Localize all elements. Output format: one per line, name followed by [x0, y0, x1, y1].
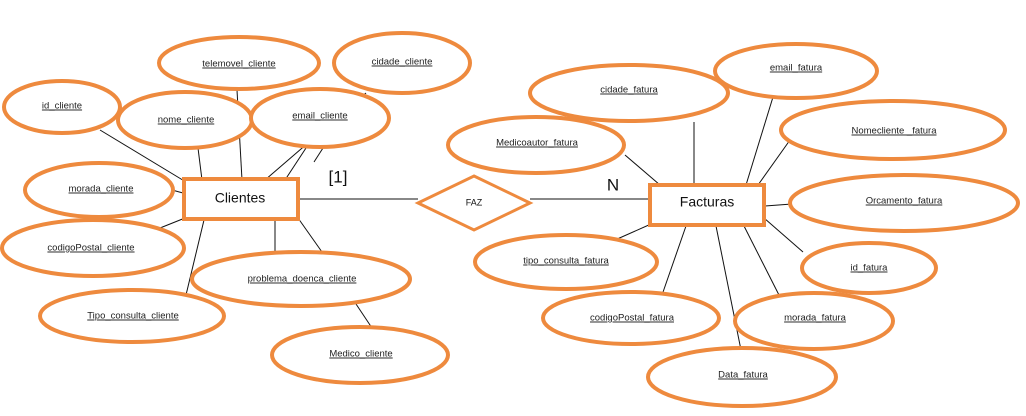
- link-problema-cliente-2: [297, 217, 323, 253]
- entity-facturas[interactable]: Facturas: [648, 183, 766, 227]
- attr-orcamento-fatura-label: Orcamento_fatura: [866, 196, 943, 207]
- attr-morada-fatura[interactable]: morada_fatura: [733, 291, 895, 351]
- attr-medicoautor-fatura[interactable]: Medicoautor_fatura: [446, 115, 626, 175]
- attr-telemovel-cliente[interactable]: telemovel_cliente: [157, 35, 321, 91]
- link-orcamento-fatura: [764, 203, 793, 207]
- attr-codigopostal-cliente[interactable]: codigoPostal_cliente: [0, 218, 186, 278]
- link-data-fatura: [715, 225, 742, 351]
- link-nome-cliente: [197, 147, 203, 181]
- facturas-links: [530, 96, 804, 351]
- link-medico-cliente: [355, 303, 373, 329]
- attr-email-fatura-label: email_fatura: [770, 63, 823, 74]
- relationship-faz-label: FAZ: [466, 197, 483, 207]
- attr-nome-cliente[interactable]: nome_cliente: [116, 90, 254, 150]
- attr-data-fatura[interactable]: Data_fatura: [646, 346, 838, 408]
- attr-morada-fatura-label: morada_fatura: [784, 313, 847, 324]
- attr-tipo-consulta-cliente-label: Tipo_consulta_cliente: [87, 311, 179, 322]
- attr-tipo-consulta-cliente[interactable]: Tipo_consulta_cliente: [38, 288, 226, 344]
- attr-tipo-consulta-fatura-label: tipo_consulta_fatura: [523, 256, 609, 267]
- link-email-cliente-2: [313, 147, 324, 163]
- attr-nome-cliente-label: nome_cliente: [158, 115, 215, 126]
- attr-codigopostal-fatura[interactable]: codigoPostal_fatura: [541, 290, 721, 346]
- attr-id-cliente-label: id_cliente: [42, 101, 82, 112]
- attr-medico-cliente-label: Medico_cliente: [329, 349, 392, 360]
- link-id-fatura: [763, 217, 804, 253]
- attr-id-fatura[interactable]: id_fatura: [800, 241, 938, 295]
- entity-facturas-label: Facturas: [680, 194, 734, 210]
- attr-nomecliente-fatura-label: Nomecliente _fatura: [851, 126, 937, 137]
- link-email-cliente: [284, 147, 307, 181]
- attr-email-cliente-label: email_cliente: [292, 111, 347, 122]
- attr-morada-cliente-label: morada_cliente: [69, 184, 134, 195]
- attr-codigopostal-cliente-label: codigoPostal_cliente: [47, 243, 134, 254]
- cardinality-left: [1]: [329, 167, 348, 186]
- attr-cidade-fatura[interactable]: cidade_fatura: [528, 63, 730, 123]
- attr-cidade-fatura-label: cidade_fatura: [600, 85, 658, 96]
- relationship-faz[interactable]: FAZ: [414, 174, 534, 232]
- link-codigopostal-fatura: [661, 225, 687, 296]
- attr-id-cliente[interactable]: id_cliente: [2, 79, 122, 135]
- attr-email-cliente[interactable]: email_cliente: [249, 87, 391, 149]
- attr-problema-doenca-cliente[interactable]: problema_doenca_cliente: [190, 250, 412, 308]
- facturas-attributes: cidade_fatura email_fatura Medicoautor_f…: [446, 42, 1020, 408]
- attr-orcamento-fatura[interactable]: Orcamento_fatura: [788, 173, 1020, 233]
- link-tipo-consulta-cliente: [185, 219, 205, 296]
- link-id-cliente: [99, 129, 187, 183]
- link-medicoautor-fatura: [624, 154, 661, 186]
- attr-medico-cliente[interactable]: Medico_cliente: [270, 325, 450, 385]
- attr-medicoautor-fatura-label: Medicoautor_fatura: [496, 138, 579, 149]
- attr-codigopostal-fatura-label: codigoPostal_fatura: [590, 313, 675, 324]
- entity-clientes[interactable]: Clientes: [182, 177, 300, 221]
- attr-cidade-cliente-label: cidade_cliente: [372, 57, 433, 68]
- attr-cidade-cliente[interactable]: cidade_cliente: [332, 31, 472, 95]
- attr-telemovel-cliente-label: telemovel_cliente: [202, 59, 275, 70]
- entity-clientes-label: Clientes: [215, 190, 266, 206]
- attr-email-fatura[interactable]: email_fatura: [713, 42, 879, 100]
- attr-problema-doenca-cliente-label: problema_doenca_cliente: [248, 274, 357, 285]
- attr-data-fatura-label: Data_fatura: [718, 370, 768, 381]
- clientes-attributes: telemovel_cliente cidade_cliente id_clie…: [0, 31, 472, 385]
- attr-id-fatura-label: id_fatura: [851, 263, 889, 274]
- link-morada-fatura: [743, 225, 781, 298]
- link-email-fatura: [745, 96, 774, 186]
- attr-nomecliente-fatura[interactable]: Nomecliente _fatura: [779, 99, 1007, 161]
- attr-morada-cliente[interactable]: morada_cliente: [23, 161, 175, 219]
- link-nomecliente-fatura: [757, 139, 791, 186]
- link-tipo-consulta-fatura: [614, 223, 652, 241]
- cardinality-right: N: [607, 175, 619, 194]
- attr-tipo-consulta-fatura[interactable]: tipo_consulta_fatura: [473, 233, 659, 291]
